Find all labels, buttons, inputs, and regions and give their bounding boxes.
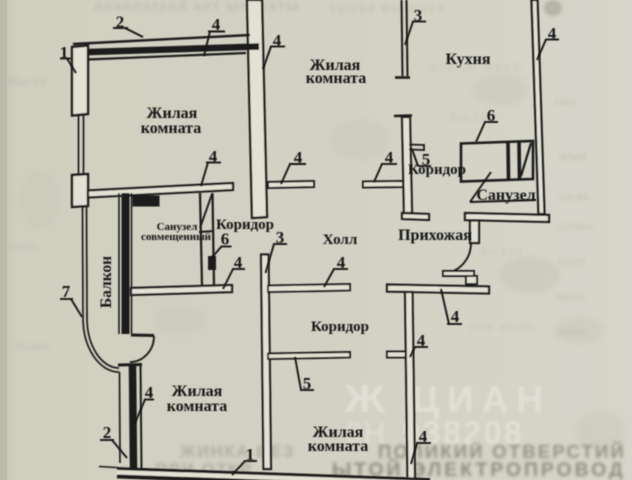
svg-text:Жилая: Жилая [310,57,361,74]
svg-text:комната: комната [308,438,368,455]
svg-text:Кухня: Кухня [445,51,490,68]
svg-text:Холл: Холл [323,232,358,248]
svg-text:ытльн: ытльн [558,221,593,233]
svg-text:ЖИНКА БЕЗ: ЖИНКА БЕЗ [179,442,295,461]
svg-text:5: 5 [303,374,312,393]
svg-text:тыеая вытантб: тыеая вытантб [330,1,447,15]
svg-text:4: 4 [417,331,426,350]
svg-text:напіс: напіс [10,241,39,253]
svg-text:Ж: Ж [343,377,386,421]
svg-text:4: 4 [294,148,303,167]
svg-text:Санузел: Санузел [157,221,198,233]
svg-text:выаьт: выаьт [450,111,498,123]
svg-text:Жилая: Жилая [147,105,198,122]
svg-text:ыьва: ыьва [560,191,590,203]
svg-text:комната: комната [167,398,227,415]
svg-text:8Н: 8Н [345,415,387,450]
svg-text:нтык: нтык [560,151,587,163]
svg-text:7: 7 [62,282,71,301]
svg-text:Мы эз: Мы эз [8,76,46,88]
svg-text:4: 4 [385,148,394,167]
svg-text:комната: комната [141,120,201,137]
svg-text:6: 6 [487,106,496,125]
svg-text:тыне: тыне [558,256,586,268]
svg-text:1: 1 [60,43,69,62]
svg-text:4: 4 [337,253,346,272]
svg-text:Коридор: Коридор [408,162,466,178]
svg-text:Коридор: Коридор [216,217,274,233]
svg-text:4: 4 [234,253,243,272]
svg-text:Балкон: Балкон [98,256,115,308]
svg-text:1: 1 [246,445,255,464]
svg-text:выает: выает [480,246,524,258]
svg-text:2: 2 [116,13,125,32]
svg-text:комната: комната [306,70,366,87]
svg-text:4: 4 [209,147,218,166]
svg-text:нтв аынк: нтв аынк [470,321,536,333]
svg-text:нвыь: нвыь [556,291,586,303]
svg-text:4: 4 [145,383,154,402]
svg-text:4: 4 [548,24,557,43]
svg-text:Жилая: Жилая [172,383,223,400]
svg-text:Прихожая: Прихожая [398,227,472,244]
svg-text:ЦИАН: ЦИАН [412,379,551,420]
svg-text:тыква: тыква [15,341,49,353]
svg-text:ананлstyнй ант ынвcsты: ананлstyнй ант ынвcsты [95,0,300,13]
svg-text:4: 4 [273,31,282,50]
svg-text:Жилая: Жилая [313,424,364,441]
svg-text:6: 6 [221,230,230,249]
svg-text:ПОЛИКИЙ ОТВЕРСТИЙ: ПОЛИКИЙ ОТВЕРСТИЙ [378,441,626,462]
svg-text:Санузел: Санузел [476,187,535,204]
svg-text:4: 4 [419,427,428,446]
svg-text:ЫТОЙ ЭЛЕКТРОПРОВОД: ЫТОЙ ЭЛЕКТРОПРОВОД [332,457,626,480]
svg-text:2: 2 [103,423,112,442]
svg-text:4: 4 [212,15,221,34]
svg-text:таы: таы [555,96,576,108]
svg-text:4: 4 [451,307,460,326]
svg-text:совмещенный: совмещенный [141,231,212,243]
svg-text:3: 3 [414,6,423,25]
svg-text:нтваы паьн: нтваы паьн [430,61,523,73]
svg-text:3: 3 [276,228,285,247]
svg-text:938208: 938208 [402,414,524,451]
svg-text:5: 5 [422,150,431,169]
svg-text:Коридор: Коридор [311,319,369,335]
